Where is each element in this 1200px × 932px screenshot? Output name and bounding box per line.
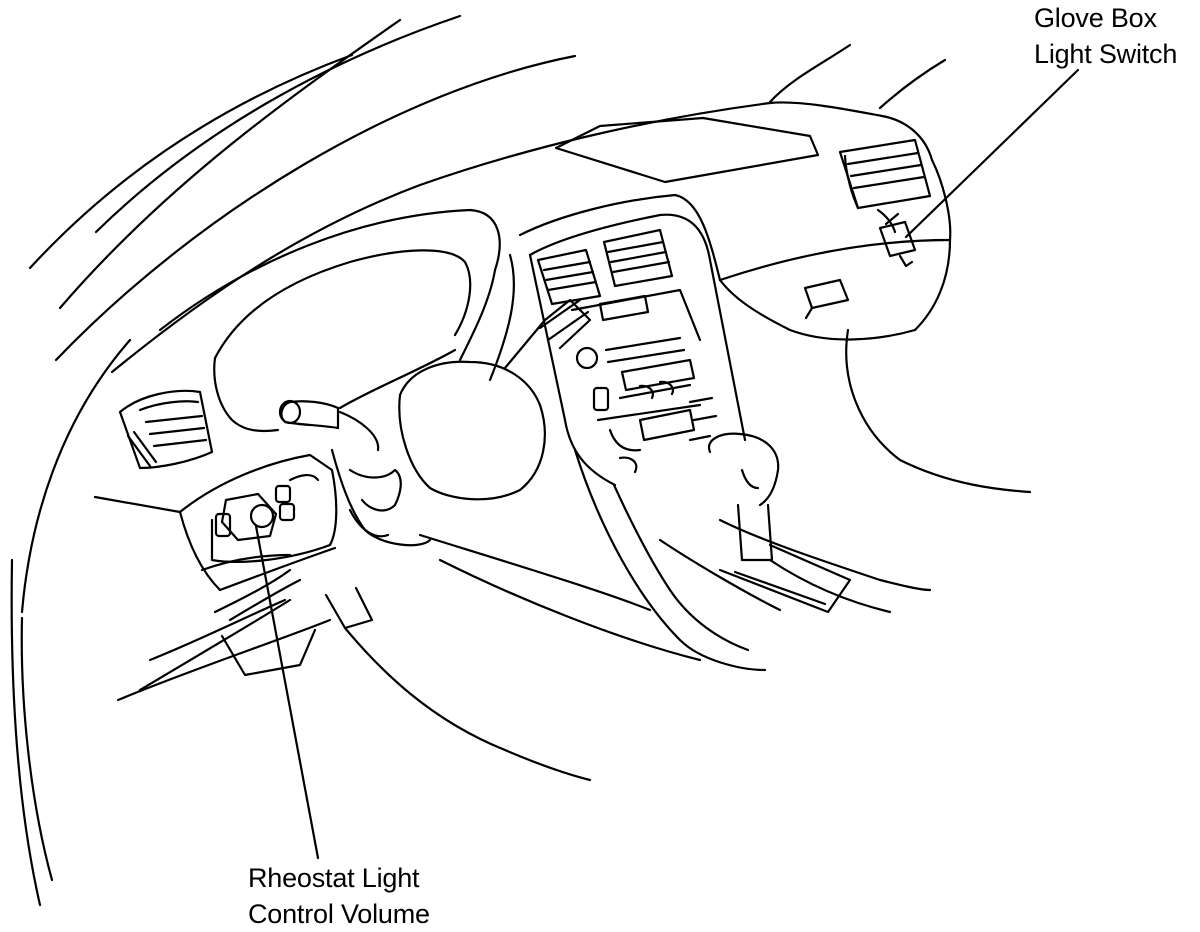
glove-box-label-line2: Light Switch: [1034, 39, 1178, 69]
audio-climate-controls: [570, 288, 718, 474]
left-switch-panel: [178, 453, 338, 563]
instrument-cluster: [158, 208, 501, 433]
center-stack: [488, 193, 747, 487]
steering-wheel: [330, 298, 592, 547]
dashboard-top: [110, 43, 952, 374]
turn-signal-stalk: [278, 399, 340, 430]
glove-box-label-line1: Glove Box: [1034, 3, 1157, 33]
rheostat-leader: [254, 524, 320, 860]
glove-box-light-switch-label: Glove Box Light Switch: [1034, 0, 1177, 72]
a-pillar-lines: [10, 14, 577, 907]
rheostat-label-line1: Rheostat Light: [248, 863, 420, 893]
center-air-vents: [536, 228, 674, 306]
glove-box-switch-leader: [904, 68, 1080, 239]
left-air-vent: [118, 389, 214, 470]
console-lines: [418, 448, 932, 672]
glove-box-light-switch-part: [876, 208, 917, 268]
rheostat-label-line2: Control Volume: [248, 899, 430, 929]
rheostat-light-control-volume-label: Rheostat Light Control Volume: [248, 860, 430, 932]
gear-shift: [612, 432, 852, 652]
pedals: [324, 586, 592, 782]
glove-box: [718, 238, 1032, 494]
right-air-vent: [838, 138, 932, 210]
leader-lines: [254, 68, 1080, 860]
left-lower-dash: [93, 495, 337, 702]
